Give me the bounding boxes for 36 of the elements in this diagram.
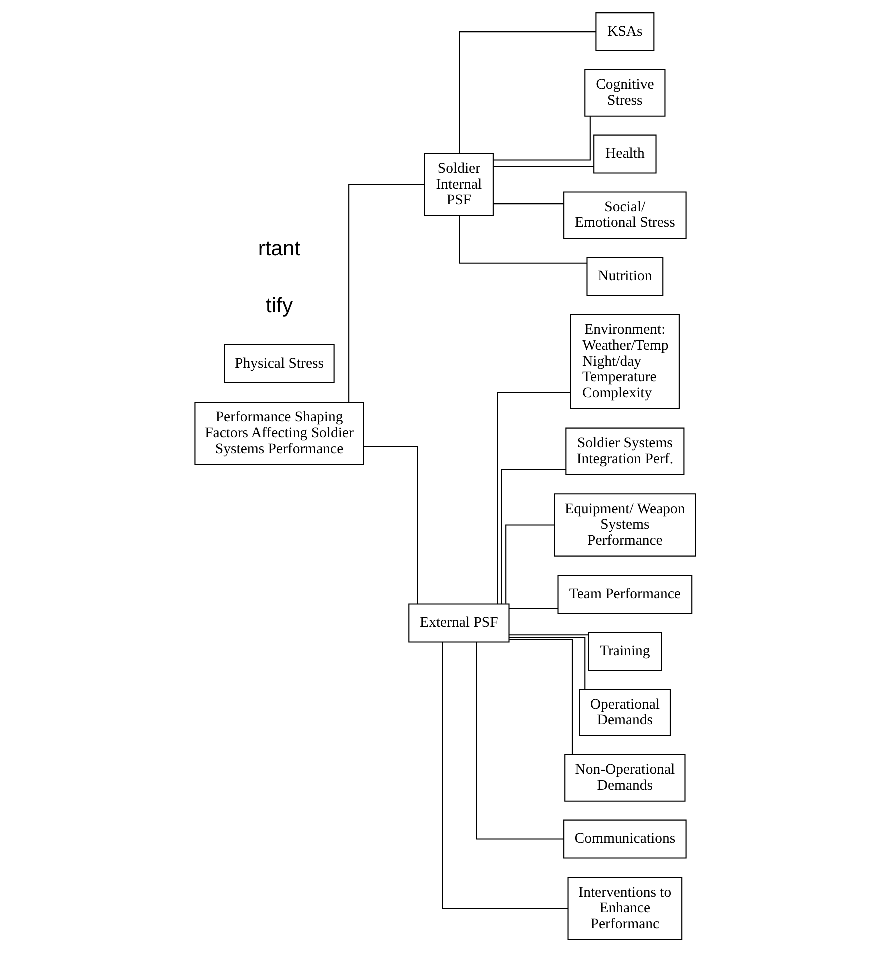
label: tify — [266, 294, 293, 318]
node-box: Soldier Internal PSF — [424, 153, 494, 216]
node-box: Training — [588, 632, 662, 672]
connector — [497, 392, 571, 604]
connector — [459, 32, 596, 154]
node-box: Cognitive Stress — [584, 69, 666, 117]
connector — [509, 634, 589, 636]
connector — [501, 469, 566, 604]
connector — [510, 639, 574, 755]
node-box: Non-Operational Demands — [564, 754, 686, 802]
node-box: Environment: Weather/Temp Night/day Temperature Complexity — [570, 314, 680, 410]
connector — [494, 204, 564, 205]
connector — [459, 216, 588, 264]
node-box: Equipment/ Weapon Systems Performance — [554, 494, 696, 557]
node-box: Interventions to Enhance Performanc — [568, 877, 683, 940]
node-box: Communications — [564, 820, 687, 859]
node-box: Operational Demands — [579, 689, 672, 737]
node-box: External PSF — [408, 604, 510, 643]
node-box: Performance Shaping Factors Affecting Soldier Systems Performance — [194, 402, 364, 466]
connector — [442, 642, 568, 910]
node-box: Soldier Systems Integration Perf. — [566, 428, 685, 476]
node-box: Social/ Emotional Stress — [564, 192, 687, 240]
node-box: Nutrition — [586, 257, 664, 296]
connector — [348, 184, 425, 402]
connector — [494, 116, 591, 161]
node-box: Physical Stress — [224, 344, 335, 384]
node-box: KSAs — [596, 12, 655, 52]
connector — [364, 446, 418, 604]
node-box: Health — [594, 134, 657, 174]
connector — [509, 608, 558, 610]
connector — [494, 166, 594, 168]
connector — [509, 636, 586, 690]
label: rtant — [258, 237, 301, 260]
node-box: Team Performance — [558, 575, 693, 614]
connector — [506, 524, 555, 604]
connector — [476, 642, 564, 840]
